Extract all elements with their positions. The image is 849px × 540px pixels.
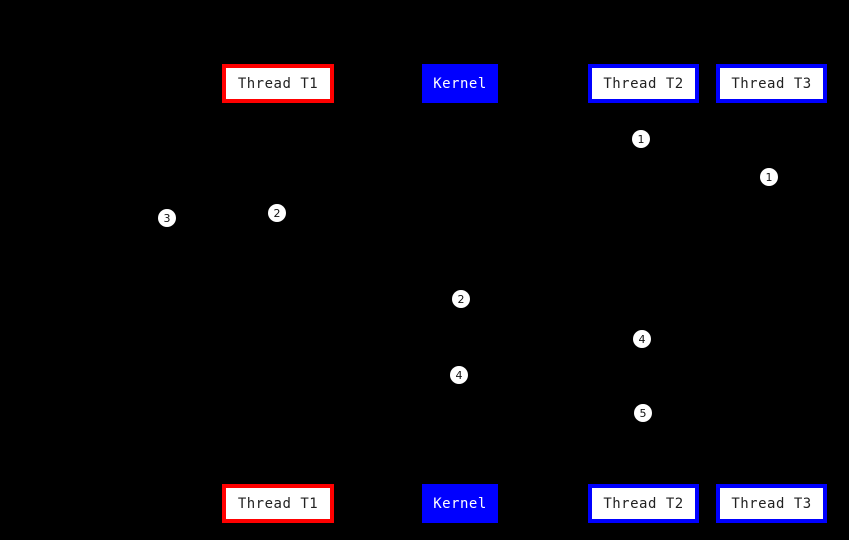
participant-box-t2[interactable]: Thread T2 bbox=[588, 64, 699, 103]
step-number-badge: 1 bbox=[632, 130, 650, 148]
participant-box-t3[interactable]: Thread T3 bbox=[716, 64, 827, 103]
message-arrow bbox=[278, 299, 460, 300]
participant-label: Thread T1 bbox=[237, 75, 319, 92]
participant-box-t1[interactable]: Thread T1 bbox=[222, 484, 334, 523]
participant-box-kernel[interactable]: Kernel bbox=[422, 64, 498, 103]
participant-box-kernel[interactable]: Kernel bbox=[422, 484, 498, 523]
participant-label: Thread T3 bbox=[731, 495, 812, 512]
step-number-badge: 4 bbox=[450, 366, 468, 384]
lifeline-nub-bottom-t3 bbox=[769, 481, 774, 485]
message-arrowhead bbox=[278, 371, 286, 379]
participant-label: Thread T2 bbox=[603, 495, 684, 512]
step-number-badge: 4 bbox=[633, 330, 651, 348]
participant-label: Kernel bbox=[433, 495, 487, 512]
step-number-badge: 2 bbox=[452, 290, 470, 308]
step-number-badge: 2 bbox=[268, 204, 286, 222]
lifeline-t3 bbox=[771, 103, 772, 484]
participant-box-t1[interactable]: Thread T1 bbox=[222, 64, 334, 103]
participant-box-t2[interactable]: Thread T2 bbox=[588, 484, 699, 523]
participant-box-t3[interactable]: Thread T3 bbox=[716, 484, 827, 523]
participant-label: Thread T1 bbox=[237, 495, 319, 512]
lifeline-nub-bottom-kernel bbox=[458, 481, 463, 485]
step-number-badge: 1 bbox=[760, 168, 778, 186]
step-number-badge: 3 bbox=[158, 209, 176, 227]
lifeline-nub-bottom-t1 bbox=[276, 481, 281, 485]
participant-label: Kernel bbox=[433, 75, 487, 92]
lifeline-t2 bbox=[643, 103, 644, 484]
message-arrow bbox=[278, 375, 460, 376]
participant-label: Thread T2 bbox=[603, 75, 684, 92]
step-number-badge: 5 bbox=[634, 404, 652, 422]
lifeline-nub-bottom-t2 bbox=[641, 481, 646, 485]
participant-label: Thread T3 bbox=[731, 75, 812, 92]
lifeline-t1 bbox=[278, 103, 279, 484]
